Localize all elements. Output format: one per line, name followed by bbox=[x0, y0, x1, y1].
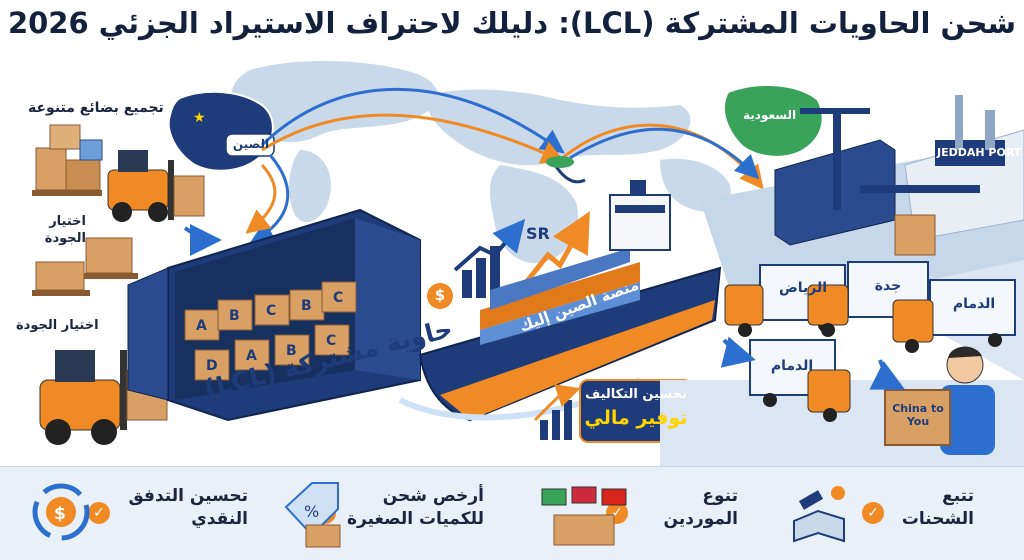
feature-cash-flow: تحسين التدفق النقدي ✓ $ bbox=[0, 467, 268, 560]
gulf-marker bbox=[546, 156, 574, 168]
crate bbox=[217, 299, 253, 331]
crate bbox=[321, 281, 357, 313]
truck-label-dammam-2: الدمام bbox=[770, 358, 814, 374]
crate bbox=[234, 339, 270, 371]
svg-text:$: $ bbox=[54, 504, 66, 524]
saudi-map bbox=[723, 84, 824, 158]
pallet-boxes-top bbox=[32, 124, 103, 196]
package-box bbox=[884, 389, 951, 446]
step-collect-goods: تجميع بضائع متنوعة bbox=[28, 100, 164, 116]
china-label: الصين bbox=[232, 137, 270, 151]
truck-label-jeddah: جدة bbox=[874, 278, 902, 294]
features-bar: تتبع الشحنات ✓ تنوع الموردين ✓ أرخص شحن … bbox=[0, 466, 1024, 560]
feature-cheap-shipping: أرخص شحن للكميات الصغيرة ✓ % bbox=[268, 467, 524, 560]
flags-boxes-icon bbox=[541, 486, 627, 546]
crate-letter: D bbox=[206, 358, 218, 374]
delivery-worker bbox=[884, 346, 995, 455]
illustration-scene: ★ bbox=[32, 60, 1024, 466]
savings-line-2: توفير مالي bbox=[584, 407, 688, 429]
port-sign: JEDDAH PORT bbox=[937, 146, 1022, 159]
crate bbox=[274, 334, 310, 366]
check-icon: ✓ bbox=[88, 502, 110, 524]
cash-cycle-icon: $ bbox=[32, 483, 90, 541]
forklift-top bbox=[107, 150, 205, 222]
shipping-routes bbox=[245, 87, 764, 243]
crate bbox=[289, 289, 325, 321]
saudi-label: السعودية bbox=[743, 108, 797, 122]
feature-tracking-label: تتبع الشحنات bbox=[901, 486, 974, 529]
flow-arrow-icon bbox=[869, 359, 906, 390]
crate-letter: B bbox=[286, 343, 297, 359]
crate-letter: B bbox=[301, 298, 312, 314]
crate-letter: C bbox=[333, 290, 343, 306]
currency-sr: SR bbox=[526, 224, 550, 243]
flow-arrow-icon bbox=[183, 223, 222, 256]
step-quality-2: اختيار الجودة bbox=[16, 318, 99, 333]
forklift-bottom bbox=[39, 350, 168, 445]
step-quality-1: اختيار الجودة bbox=[44, 214, 86, 246]
flow-arrow-icon bbox=[720, 336, 756, 368]
china-map: ★ bbox=[167, 90, 275, 172]
growth-chart-icon bbox=[427, 218, 526, 309]
crate bbox=[194, 349, 230, 381]
truck-dammam-bottom bbox=[749, 339, 851, 422]
price-tag-icon: % bbox=[284, 482, 341, 548]
crate bbox=[314, 324, 350, 356]
page-title: شحن الحاويات المشتركة (LCL): دليلك لاحتر… bbox=[7, 6, 1017, 40]
feature-suppliers: تنوع الموردين ✓ bbox=[524, 467, 778, 560]
truck-dammam-top bbox=[892, 279, 1016, 353]
crate bbox=[254, 294, 290, 326]
check-icon: ✓ bbox=[862, 502, 884, 524]
china-star-icon: ★ bbox=[193, 110, 206, 126]
package-label: China to You bbox=[892, 402, 944, 428]
rising-arrow-icon bbox=[518, 211, 590, 292]
crate-letter: B bbox=[229, 308, 240, 324]
svg-text:%: % bbox=[304, 502, 319, 521]
pallet-boxes-middle bbox=[32, 237, 138, 296]
truck-label-dammam-1: الدمام bbox=[952, 296, 996, 312]
feature-cash-flow-label: تحسين التدفق النقدي bbox=[128, 486, 248, 529]
feature-suppliers-label: تنوع الموردين bbox=[663, 486, 738, 529]
china-label-bg bbox=[225, 133, 275, 157]
truck-label-riyadh: الرياض bbox=[778, 280, 828, 296]
cargo-ship bbox=[398, 180, 722, 422]
savings-line-1: تحسين التكاليف bbox=[585, 387, 687, 402]
crate-letter: A bbox=[196, 318, 207, 334]
dollar-coin-icon: $ bbox=[434, 286, 446, 304]
feature-tracking: تتبع الشحنات ✓ bbox=[778, 467, 1024, 560]
crate-letter: C bbox=[266, 303, 276, 319]
crate bbox=[184, 309, 220, 341]
satellite-map-icon bbox=[793, 486, 845, 543]
feature-cheap-shipping-label: أرخص شحن للكميات الصغيرة bbox=[346, 486, 484, 529]
crate-letter: A bbox=[246, 348, 257, 364]
crate-letter: C bbox=[326, 333, 336, 349]
shared-container: A B C B C D A B C bbox=[127, 208, 421, 422]
